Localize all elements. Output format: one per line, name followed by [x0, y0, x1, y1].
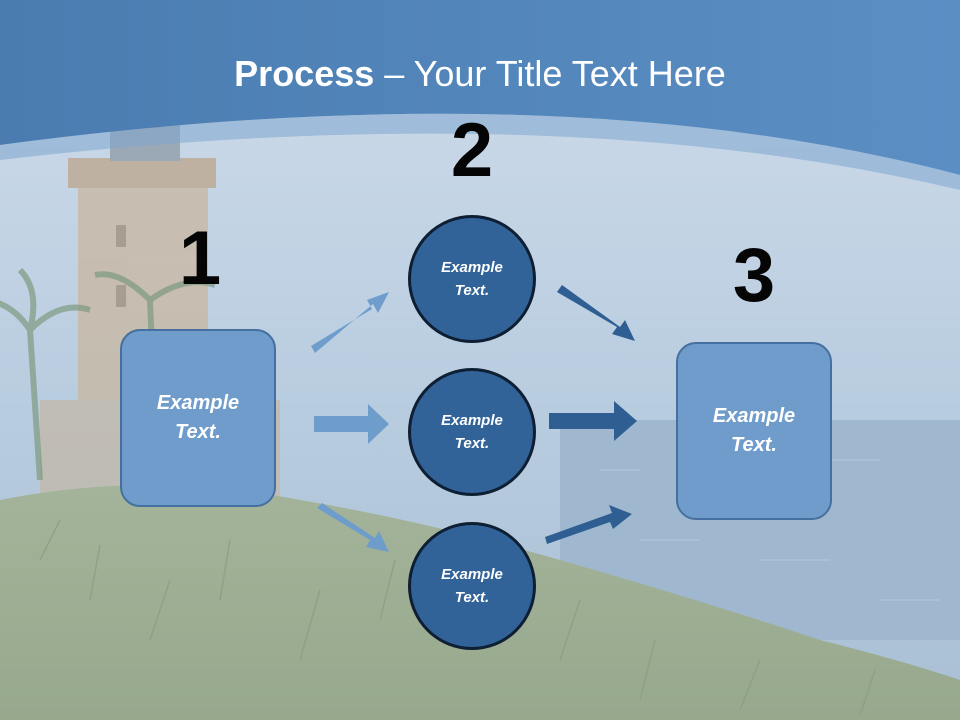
circle-2-text-line1: Example [441, 412, 503, 429]
circle-1-text-line2: Text. [454, 282, 490, 299]
step-3-box: Example Text. [676, 342, 832, 520]
circle-2-text-line2: Text. [454, 435, 490, 452]
step-1-box: Example Text. [120, 329, 276, 507]
step-number-2: 2 [450, 108, 494, 193]
arrows-from-step-1 [311, 292, 389, 552]
step-3-text-line1: Example [712, 405, 796, 427]
circle-3-text-line2: Text. [454, 589, 490, 606]
step-3-text: Example Text. [713, 402, 795, 460]
slide-title: Process – Your Title Text Here [0, 52, 960, 96]
circle-1-text-line1: Example [441, 259, 503, 276]
step-number-1: 1 [178, 216, 222, 301]
arrow-circle-1-to-3 [557, 285, 635, 341]
step-number-3: 3 [732, 233, 776, 318]
title-bold: Process [234, 53, 375, 94]
header-band [0, 0, 960, 175]
step-1-text-line2: Text. [175, 421, 221, 443]
arrows-to-step-3 [545, 285, 637, 544]
arrow-1-to-circle-3 [317, 503, 389, 552]
circle-3-text-line1: Example [441, 566, 503, 583]
step-1-text-line1: Example [156, 392, 240, 414]
arrow-1-to-circle-2 [314, 404, 389, 444]
arrow-circle-2-to-3 [549, 401, 637, 441]
title-rest: – Your Title Text Here [374, 53, 726, 94]
step-1-text: Example Text. [157, 389, 239, 447]
step-3-text-line2: Text. [731, 434, 777, 456]
arrow-circle-3-to-3 [545, 505, 632, 544]
arrow-1-to-circle-1 [311, 292, 389, 353]
